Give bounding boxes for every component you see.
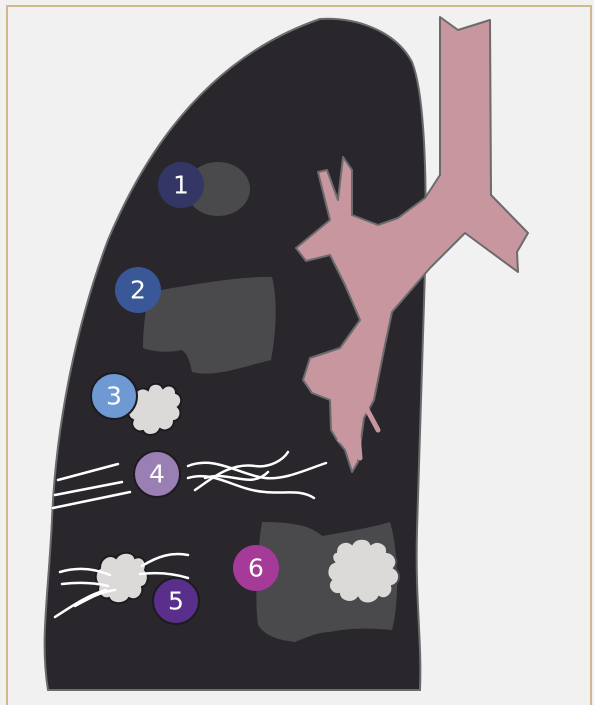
marker-5-label: 5 — [168, 587, 184, 616]
marker-1: 1 — [158, 162, 204, 208]
marker-1-label: 1 — [173, 171, 189, 200]
marker-6-label: 6 — [248, 554, 264, 583]
marker-4: 4 — [134, 451, 180, 497]
marker-5: 5 — [153, 578, 199, 624]
marker-3: 3 — [91, 373, 137, 419]
marker-2-label: 2 — [130, 276, 146, 305]
marker-2: 2 — [115, 267, 161, 313]
marker-6: 6 — [233, 545, 279, 591]
finding-5-nodule — [96, 553, 148, 604]
marker-4-label: 4 — [149, 460, 165, 489]
marker-3-label: 3 — [106, 382, 122, 411]
